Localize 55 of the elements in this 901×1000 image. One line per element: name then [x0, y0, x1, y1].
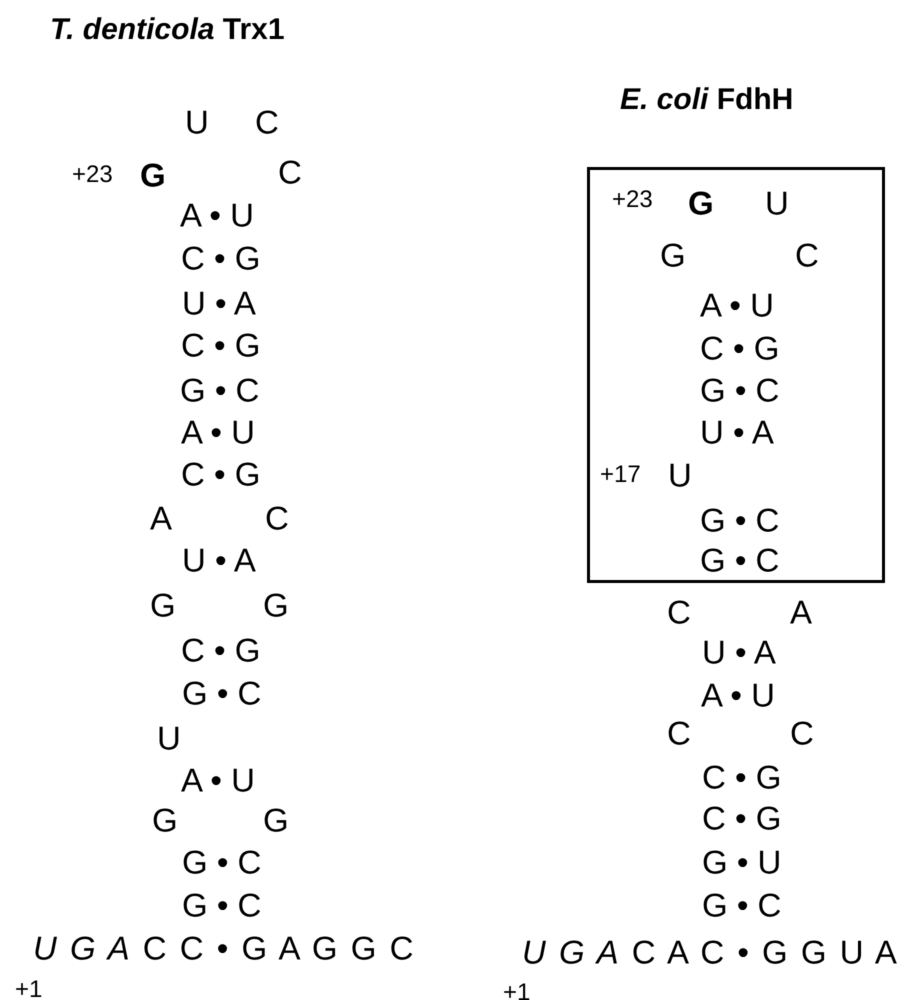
base-pair-label: U • A: [182, 544, 256, 576]
base-pair-label: A • U: [701, 678, 775, 712]
base-pair-label: C • G: [700, 332, 780, 364]
nucleotide-label: G: [140, 158, 166, 192]
sequence-label: U G A C C • G A G G C: [33, 932, 414, 964]
nucleotide-label: C: [265, 502, 289, 534]
base-pair-label: A • U: [181, 416, 255, 448]
base-pair-label: G • C: [700, 374, 780, 406]
highlight-box: [587, 167, 885, 583]
structure-title: T. denticola Trx1: [50, 15, 285, 45]
base-pair-label: G • C: [700, 544, 780, 576]
base-pair-label: G • C: [702, 888, 782, 922]
nucleotide-label: A: [150, 502, 172, 534]
nucleotide-label: G: [152, 804, 178, 836]
nucleotide-label: A: [790, 596, 812, 628]
nucleotide-label: C: [667, 716, 691, 750]
nucleotide-label: C: [278, 156, 302, 188]
base-pair-label: G • C: [180, 374, 260, 406]
nucleotide-label: G: [263, 804, 289, 836]
base-pair-label: C • G: [181, 458, 260, 490]
structure-title: E. coli FdhH: [620, 85, 794, 115]
nucleotide-label: C: [255, 106, 279, 138]
nucleotide-label: U: [185, 106, 209, 138]
base-pair-label: A • U: [180, 198, 254, 232]
base-pair-label: C • G: [181, 634, 260, 666]
nucleotide-label: G: [263, 588, 289, 622]
base-pair-label: G • C: [182, 676, 262, 710]
base-pair-label: G • U: [702, 846, 782, 878]
base-pair-label: G • C: [182, 888, 262, 922]
nucleotide-label: C: [790, 716, 814, 750]
nucleotide-label: U: [765, 186, 789, 220]
position-label: +1: [15, 978, 42, 1000]
position-label: +23: [612, 188, 653, 212]
base-pair-label: G • C: [182, 846, 262, 878]
base-pair-label: U • A: [700, 416, 774, 448]
base-pair-label: C • G: [702, 802, 782, 834]
position-label: +23: [72, 163, 113, 187]
base-pair-label: A • U: [700, 288, 774, 322]
base-pair-label: C • G: [181, 242, 260, 274]
nucleotide-label: G: [150, 588, 176, 622]
base-pair-label: U • A: [702, 636, 776, 668]
sequence-label: U G A C A C • G G U A: [522, 936, 897, 968]
nucleotide-label: U: [668, 458, 692, 492]
nucleotide-label: C: [667, 596, 691, 628]
base-pair-label: A • U: [181, 764, 255, 796]
base-pair-label: C • G: [181, 328, 260, 362]
nucleotide-label: U: [157, 722, 181, 754]
nucleotide-label: G: [688, 186, 714, 220]
base-pair-label: U • A: [182, 286, 256, 320]
nucleotide-label: G: [660, 238, 686, 272]
base-pair-label: C • G: [702, 760, 782, 794]
nucleotide-label: C: [795, 238, 819, 272]
position-label: +1: [503, 981, 530, 1000]
position-label: +17: [600, 463, 641, 487]
base-pair-label: G • C: [700, 504, 780, 536]
